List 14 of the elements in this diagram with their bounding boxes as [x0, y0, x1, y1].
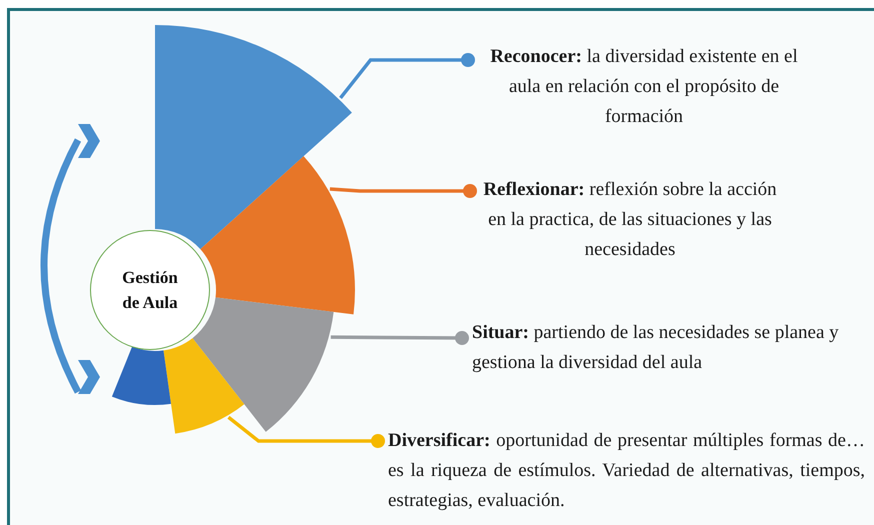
description-text: Diversificar: oportunidad de presentar múltiples formas de…es la riqueza de estímulos. Variedad de alternativas, tiempos, estrategias, evaluación. [378, 426, 865, 516]
leader-line [330, 184, 477, 198]
segment-wedge [112, 346, 171, 405]
description-text: Situar: partiendo de las necesidades se planea y gestiona la diversidad del aula [462, 318, 847, 378]
center-label: Gestión de Aula [121, 267, 179, 314]
segment-wedge [192, 297, 334, 432]
description-text: Reflexionar: reflexión sobre la acción en la practica, de las situaciones y las necesidades [470, 175, 780, 265]
leader-line [330, 331, 469, 345]
description-text: Reconocer: la diversidad existente en el aula en relación con el propósito de formación [468, 42, 810, 132]
segment-wedge [200, 156, 355, 314]
leader-line [339, 53, 475, 99]
segment-wedge [155, 25, 352, 250]
leader-line [227, 416, 385, 448]
segment-wedge [164, 338, 244, 434]
